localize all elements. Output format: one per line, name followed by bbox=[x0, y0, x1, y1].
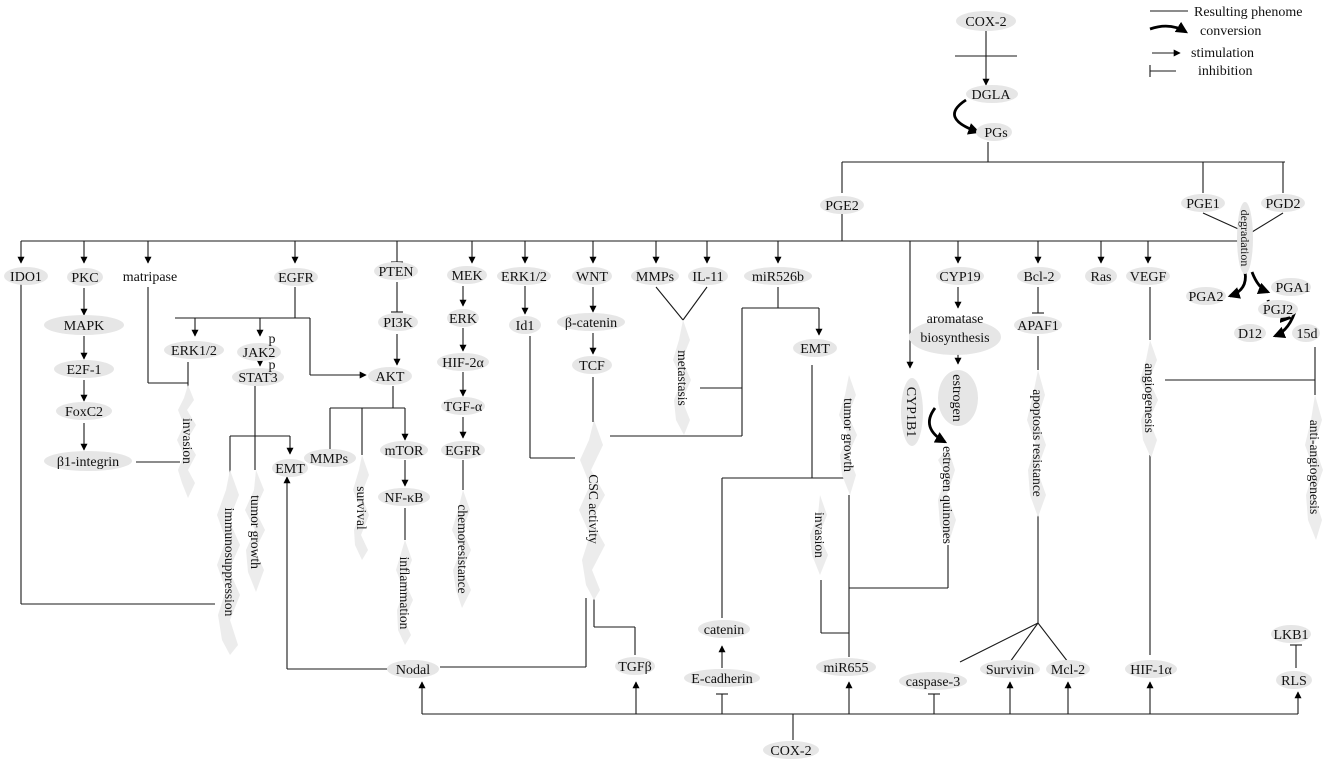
node-aromatase-line2: biosynthesis bbox=[920, 331, 989, 346]
node-foxc2: FoxC2 bbox=[65, 405, 103, 420]
node-mtor: mTOR bbox=[385, 444, 424, 459]
legend-stimulation: stimulation bbox=[1191, 46, 1254, 61]
outcome-tumor-growth-right: tumor growth bbox=[841, 398, 856, 472]
outcome-invasion-left: invasion bbox=[180, 418, 195, 464]
node-bcl2: Bcl-2 bbox=[1023, 270, 1054, 285]
legend-resulting-phenome: Resulting phenome bbox=[1194, 5, 1303, 20]
node-phospho-1: p bbox=[269, 332, 276, 347]
node-pi3k: PI3K bbox=[383, 316, 413, 331]
node-emt-left: EMT bbox=[275, 462, 305, 477]
node-pge1: PGE1 bbox=[1186, 197, 1219, 212]
node-egfr-lower: EGFR bbox=[445, 444, 481, 459]
outcome-tumor-growth-left: tumor growth bbox=[248, 495, 263, 569]
node-pgs: PGs bbox=[984, 126, 1007, 141]
node-ras: Ras bbox=[1091, 270, 1112, 285]
node-hif1a: HIF-1α bbox=[1130, 663, 1172, 678]
legend-conversion: conversion bbox=[1200, 24, 1261, 39]
node-matripase: matripase bbox=[123, 270, 177, 285]
node-nfkb: NF-κB bbox=[385, 491, 424, 506]
node-tcf: TCF bbox=[579, 359, 605, 374]
outcome-invasion-right: invasion bbox=[812, 512, 827, 558]
node-egfr: EGFR bbox=[278, 271, 314, 286]
outcome-apoptosis-resistance: apoptosis resistance bbox=[1030, 389, 1045, 497]
node-apaf1: APAF1 bbox=[1017, 319, 1059, 334]
node-e2f1: E2F-1 bbox=[67, 363, 102, 378]
outcome-glows bbox=[177, 320, 1323, 655]
outcome-estrogen-quinones: estrogen quinones bbox=[940, 446, 955, 544]
node-pgd2: PGD2 bbox=[1265, 197, 1300, 212]
node-pge2: PGE2 bbox=[825, 199, 858, 214]
node-mmps-akt: MMPs bbox=[310, 452, 348, 467]
node-mir655: miR655 bbox=[823, 661, 868, 676]
node-mapk: MAPK bbox=[64, 319, 104, 334]
node-b-catenin: β-catenin bbox=[565, 316, 617, 331]
pathway-edges bbox=[17, 30, 1316, 740]
node-wnt: WNT bbox=[576, 270, 608, 285]
node-stat3: STAT3 bbox=[238, 371, 277, 386]
node-akt: AKT bbox=[376, 370, 405, 385]
node-caspase3: caspase-3 bbox=[906, 675, 960, 690]
outcome-metastasis: metastasis bbox=[675, 350, 690, 406]
node-jak2: JAK2 bbox=[243, 346, 276, 361]
node-mir526b: miR526b bbox=[752, 270, 804, 285]
outcome-inflammation: inflammation bbox=[397, 557, 412, 630]
node-survivin: Survivin bbox=[986, 663, 1034, 678]
outcome-angiogenesis: angiogenesis bbox=[1142, 363, 1157, 433]
node-hif2a: HIF-2α bbox=[442, 356, 484, 371]
outcome-labels: invasion immunosuppression tumor growth … bbox=[180, 350, 1322, 629]
node-erk12-left: ERK1/2 bbox=[171, 344, 217, 359]
node-aromatase-line1: aromatase bbox=[927, 312, 984, 327]
node-d12: D12 bbox=[1238, 327, 1262, 342]
node-rls: RLS bbox=[1281, 674, 1307, 689]
node-vegf: VEGF bbox=[1130, 270, 1167, 285]
node-id1: Id1 bbox=[516, 319, 535, 334]
node-degradation: degradation bbox=[1238, 210, 1252, 267]
node-ido1: IDO1 bbox=[10, 270, 42, 285]
node-b1-integrin: β1-integrin bbox=[57, 455, 119, 470]
node-erk: ERK bbox=[449, 312, 477, 327]
node-cox2-top: COX-2 bbox=[965, 15, 1006, 30]
node-pgj2: PGJ2 bbox=[1263, 303, 1293, 318]
node-pga2: PGA2 bbox=[1188, 290, 1223, 305]
outcome-chemoresistance: chemoresistance bbox=[455, 504, 470, 593]
node-il11: IL-11 bbox=[692, 270, 723, 285]
node-cox2-bottom: COX-2 bbox=[770, 744, 811, 759]
node-estrogen: estrogen bbox=[949, 374, 964, 421]
node-15d: 15d bbox=[1297, 327, 1318, 342]
node-cyp1b1: CYP1B1 bbox=[903, 387, 918, 438]
node-catenin: catenin bbox=[704, 623, 744, 638]
outcome-csc-activity: CSC activity bbox=[586, 474, 601, 544]
node-erk12-right: ERK1/2 bbox=[501, 270, 547, 285]
node-backgrounds bbox=[4, 11, 1320, 759]
node-phospho-2: p bbox=[269, 358, 276, 373]
node-pga1: PGA1 bbox=[1275, 281, 1310, 296]
node-emt-middle: EMT bbox=[800, 342, 830, 357]
node-dgla: DGLA bbox=[972, 88, 1012, 103]
node-mek: MEK bbox=[451, 269, 482, 284]
outcome-anti-angiogenesis: anti-angiogenesis bbox=[1307, 420, 1322, 514]
legend-inhibition: inhibition bbox=[1198, 64, 1252, 79]
node-nodal: Nodal bbox=[396, 663, 430, 678]
outcome-immunosuppression: immunosuppression bbox=[222, 508, 237, 617]
outcome-survival: survival bbox=[354, 486, 369, 530]
legend: Resulting phenome conversion stimulation… bbox=[1149, 5, 1303, 79]
node-cyp19: CYP19 bbox=[939, 270, 980, 285]
node-tgfa: TGF-α bbox=[444, 400, 483, 415]
node-mcl2: Mcl-2 bbox=[1051, 663, 1085, 678]
node-lkb1: LKB1 bbox=[1274, 628, 1309, 643]
node-tgfb: TGFβ bbox=[618, 660, 652, 675]
node-e-cadherin: E-cadherin bbox=[691, 672, 752, 687]
node-pkc: PKC bbox=[71, 271, 98, 286]
node-pten: PTEN bbox=[379, 265, 414, 280]
node-mmps-top: MMPs bbox=[636, 270, 674, 285]
node-labels: COX-2 DGLA PGs PGE2 PGE1 PGD2 IDO1 PKC m… bbox=[10, 15, 1317, 759]
